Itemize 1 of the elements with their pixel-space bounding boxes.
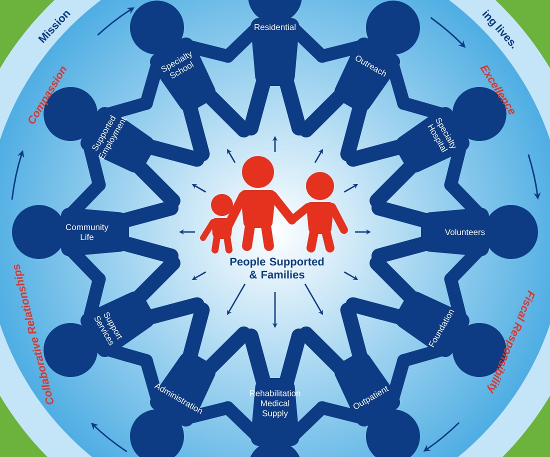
center-label: People Supported & Families bbox=[230, 257, 324, 279]
